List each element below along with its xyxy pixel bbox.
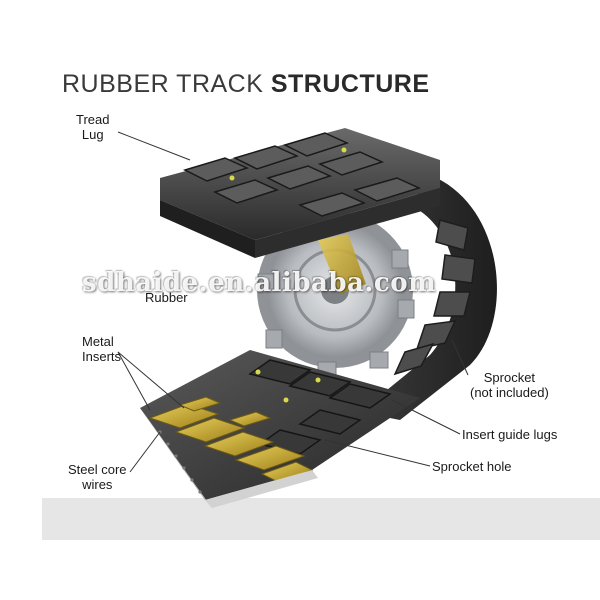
label-sprocket-line1: Sprocket [483, 370, 536, 385]
label-sprocket-hole: Sprocket hole [432, 459, 512, 474]
label-rubber-text: Rubber [145, 290, 188, 305]
label-metal-inserts-line1: Metal [82, 334, 114, 349]
label-metal-inserts-line2: Inserts [82, 349, 122, 364]
label-sprocket-hole-text: Sprocket hole [432, 459, 512, 474]
title-bold: STRUCTURE [270, 70, 430, 98]
watermark-text: sdhaide.en.alibaba.com [82, 268, 437, 298]
label-insert-guide-lugs: Insert guide lugs [462, 427, 557, 442]
title-light: RUBBER TRACK [62, 70, 271, 98]
bottom-track-section [140, 350, 420, 500]
label-tread-lug-line1: Tread [76, 112, 110, 127]
metal-inserts [148, 396, 314, 483]
label-steel-core-wires-line2: wires [82, 477, 113, 492]
label-tread-lug: Tread Lug [76, 112, 109, 142]
ground-band [42, 498, 600, 540]
leader-lines [117, 131, 469, 473]
steel-core-edge [140, 408, 318, 508]
diagram-title: RUBBER TRACK STRUCTURE [62, 70, 430, 99]
label-sprocket: Sprocket (not included) [470, 370, 549, 400]
label-steel-core-wires-line1: Steel core [68, 462, 127, 477]
top-tread-section [160, 128, 440, 258]
curved-inner-links [393, 219, 476, 376]
label-steel-core-wires: Steel core wires [68, 462, 127, 492]
label-metal-inserts: Metal Inserts [82, 334, 121, 364]
label-tread-lug-line2: Lug [81, 127, 104, 142]
sprocket-wheel [257, 205, 415, 379]
label-rubber: Rubber [145, 290, 188, 305]
label-sprocket-line2: (not included) [470, 385, 549, 400]
label-insert-guide-lugs-text: Insert guide lugs [462, 427, 558, 442]
